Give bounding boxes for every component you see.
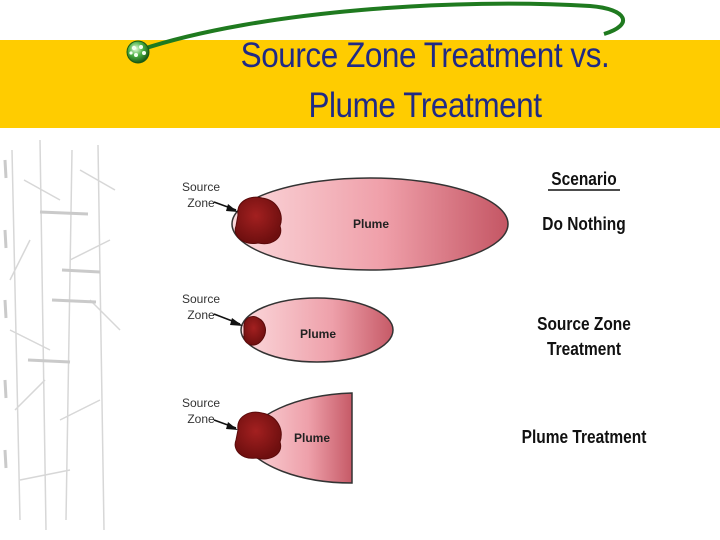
plume-label: Plume xyxy=(353,217,390,231)
plume-medium xyxy=(240,297,394,363)
slide-title-line-2: Plume Treatment xyxy=(308,86,542,125)
scenario-plume-treatment-diagram xyxy=(213,392,353,484)
scenario-source-zone-treatment: Source Zone Treatment xyxy=(537,314,631,359)
scenario-plume-treatment: Plume Treatment xyxy=(521,427,647,447)
source-zone-label: Source Zone xyxy=(181,396,221,426)
title-banner xyxy=(0,40,720,128)
source-zone-label: Source Zone xyxy=(181,180,221,210)
scenario-source-treatment-diagram xyxy=(213,297,394,363)
plume-label: Plume xyxy=(300,327,337,341)
source-zone-blob-small xyxy=(243,315,266,346)
scenario-heading: Scenario xyxy=(551,169,617,189)
plume-large xyxy=(231,177,509,271)
source-zone-blob xyxy=(234,411,282,460)
source-zone-blob xyxy=(234,196,282,245)
scenario-do-nothing: Do Nothing xyxy=(542,214,626,234)
plume-label: Plume xyxy=(294,431,331,445)
swoosh-arc xyxy=(139,1,625,52)
green-bead-icon xyxy=(126,40,150,64)
source-zone-label: Source Zone xyxy=(181,292,221,322)
scenario-do-nothing-diagram xyxy=(213,177,509,271)
slide-title-line-1: Source Zone Treatment vs. xyxy=(240,36,610,75)
